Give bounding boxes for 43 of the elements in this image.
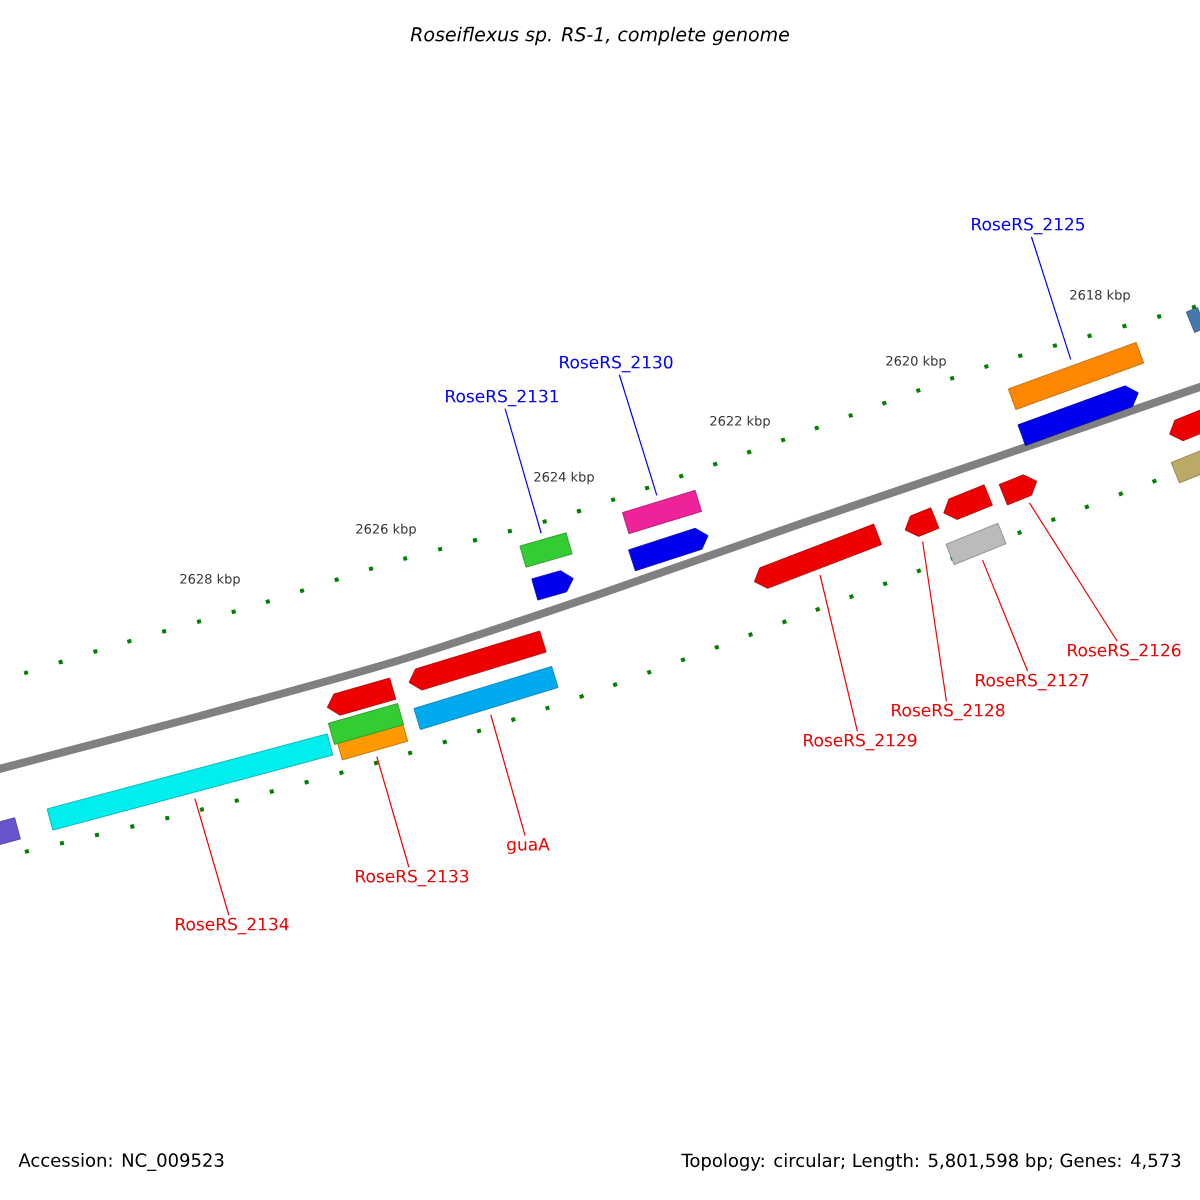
- gene-label: RoseRS_2130: [560, 355, 673, 373]
- gene-block: [628, 527, 709, 572]
- leader-line: [1030, 236, 1072, 360]
- gene-label: RoseRS_2125: [972, 217, 1085, 235]
- gene-label: RoseRS_2129: [804, 733, 917, 751]
- gene-label: RoseRS_2127: [976, 673, 1089, 691]
- gene-block: [998, 474, 1038, 506]
- gene-label: RoseRS_2128: [892, 703, 1005, 721]
- gene-label: RoseRS_2131: [446, 389, 558, 407]
- leader-line: [1028, 502, 1118, 642]
- leader-line: [490, 714, 526, 837]
- gene-block: [1007, 342, 1145, 410]
- gene-block: [327, 703, 405, 745]
- gene-label: guaA: [507, 838, 550, 854]
- leader-line: [618, 374, 658, 496]
- leader-line: [922, 540, 947, 702]
- leader-line: [819, 574, 859, 732]
- gene-label: RoseRS_2133: [356, 869, 469, 887]
- gene-block: [943, 484, 993, 520]
- gene-block: [622, 489, 702, 535]
- gene-block: [754, 523, 882, 589]
- gene-block: [408, 630, 547, 691]
- gene-block: [519, 532, 573, 568]
- leader-line: [504, 408, 542, 534]
- leader-line: [981, 559, 1029, 672]
- gene-block: [945, 522, 1007, 566]
- footer-text: Accession: NC_009523: [18, 1153, 224, 1171]
- gene-block: [1170, 448, 1200, 484]
- footer-text: Topology: circular; Length: 5,801,598 bp; Genes: 4,573: [681, 1153, 1181, 1171]
- gene-block: [46, 733, 334, 831]
- leader-line: [376, 756, 410, 868]
- gene-label: RoseRS_2126: [1068, 643, 1181, 661]
- gene-label: RoseRS_2134: [176, 917, 289, 935]
- gene-block: [0, 817, 21, 847]
- gene-block: [1017, 385, 1139, 446]
- gene-block: [326, 677, 397, 716]
- gene-block: [1185, 307, 1200, 333]
- gene-block: [413, 666, 559, 730]
- leader-line: [194, 798, 230, 916]
- gene-block: [531, 570, 574, 601]
- gene-block: [904, 507, 940, 537]
- title: Roseiflexus sp. RS-1, complete genome: [410, 26, 789, 46]
- gene-block: [1169, 407, 1200, 442]
